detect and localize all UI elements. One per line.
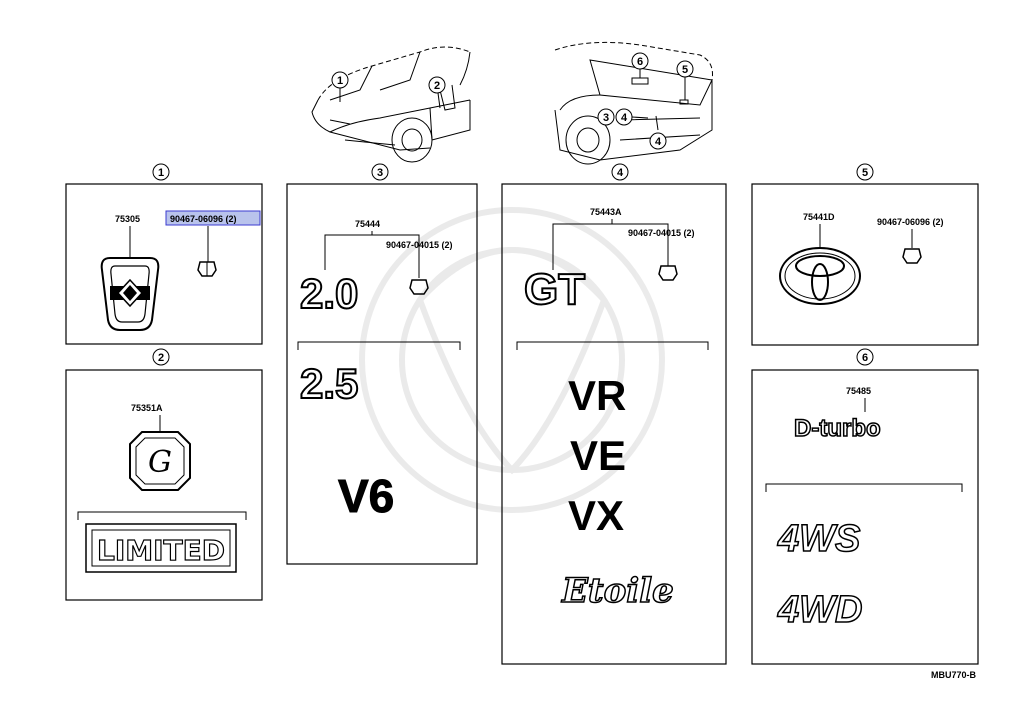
callout-number: 6 xyxy=(637,56,643,68)
toyota-logo-emblem[interactable] xyxy=(779,247,861,305)
panel-6: 6 75485 D-turbo 4WS 4WD xyxy=(751,348,979,665)
part-number-75441d[interactable]: 75441D xyxy=(803,212,835,222)
panel-number: 5 xyxy=(862,167,868,179)
emblem-etoile[interactable]: Etoile xyxy=(560,570,674,612)
part-number-75443a[interactable]: 75443A xyxy=(590,207,622,217)
part-number-clip[interactable]: 90467-04015 (2) xyxy=(628,228,695,238)
watermark-seal xyxy=(359,207,665,513)
clip-icon[interactable] xyxy=(197,261,217,277)
emblem-2-0[interactable]: 2.0 xyxy=(299,269,359,318)
part-number-clip[interactable]: 90467-06096 (2) xyxy=(170,214,237,224)
part-number-75351a[interactable]: 75351A xyxy=(131,403,163,413)
ornament-emblem[interactable] xyxy=(100,257,160,331)
callout-3-rear: 3 4 xyxy=(597,108,649,126)
rear-car-illustration xyxy=(554,41,713,165)
callout-number: 3 xyxy=(603,112,609,124)
panel-number: 2 xyxy=(158,352,164,364)
callout-number: 1 xyxy=(337,75,343,87)
part-number-clip[interactable]: 90467-04015 (2) xyxy=(386,240,453,250)
emblem-2-5[interactable]: 2.5 xyxy=(299,359,359,408)
limited-emblem[interactable]: LIMITED xyxy=(85,523,237,573)
part-number-75444[interactable]: 75444 xyxy=(355,219,380,229)
part-number-75305[interactable]: 75305 xyxy=(115,214,140,224)
callout-number: 2 xyxy=(434,80,440,92)
panel-2: 2 75351A G LIMITED xyxy=(65,348,263,601)
callout-6-rear: 6 xyxy=(631,52,649,78)
emblem-vr[interactable]: VR xyxy=(568,372,626,419)
callout-2-front: 2 xyxy=(428,76,446,109)
emblem-d-turbo[interactable]: D-turbo xyxy=(793,414,881,443)
emblem-text: LIMITED xyxy=(97,534,225,567)
clip-icon[interactable] xyxy=(409,279,429,295)
panel-number: 3 xyxy=(377,167,383,179)
emblem-4ws[interactable]: 4WS xyxy=(776,517,861,561)
callout-number: 4 xyxy=(621,112,628,124)
highlight-box xyxy=(165,210,261,226)
panel-3: 3 75444 90467-04015 (2) 2.0 2.5 V6 xyxy=(286,163,478,565)
clip-icon[interactable] xyxy=(902,248,922,264)
front-car-illustration xyxy=(311,46,471,163)
emblem-letter: G xyxy=(148,445,172,480)
panel-number: 6 xyxy=(862,352,868,364)
callout-1-front: 1 xyxy=(331,71,349,102)
panel-number: 1 xyxy=(158,167,164,179)
callout-number: 4 xyxy=(655,136,662,148)
panel-5: 5 75441D 90467-06096 (2) xyxy=(751,163,979,346)
figure-code: MBU770-B xyxy=(931,670,977,680)
clip-icon[interactable] xyxy=(658,265,678,281)
emblem-gt[interactable]: GT xyxy=(523,264,586,315)
emblem-4wd[interactable]: 4WD xyxy=(776,588,863,632)
emblem-v6[interactable]: V6 xyxy=(338,470,395,523)
callout-4-rear: 4 xyxy=(649,115,667,150)
part-number-clip[interactable]: 90467-06096 (2) xyxy=(877,217,944,227)
g-emblem[interactable]: G xyxy=(129,431,191,491)
callout-5-rear: 5 xyxy=(676,60,694,100)
panel-4: 4 75443A 90467-04015 (2) GT VR VE VX Eto… xyxy=(501,163,727,665)
emblem-vx[interactable]: VX xyxy=(568,492,624,539)
callout-number: 5 xyxy=(682,64,688,76)
emblem-ve[interactable]: VE xyxy=(570,432,626,479)
panel-number: 4 xyxy=(617,167,624,179)
part-number-75485[interactable]: 75485 xyxy=(846,386,871,396)
panel-1: 1 75305 90467-06096 (2) xyxy=(65,163,263,345)
